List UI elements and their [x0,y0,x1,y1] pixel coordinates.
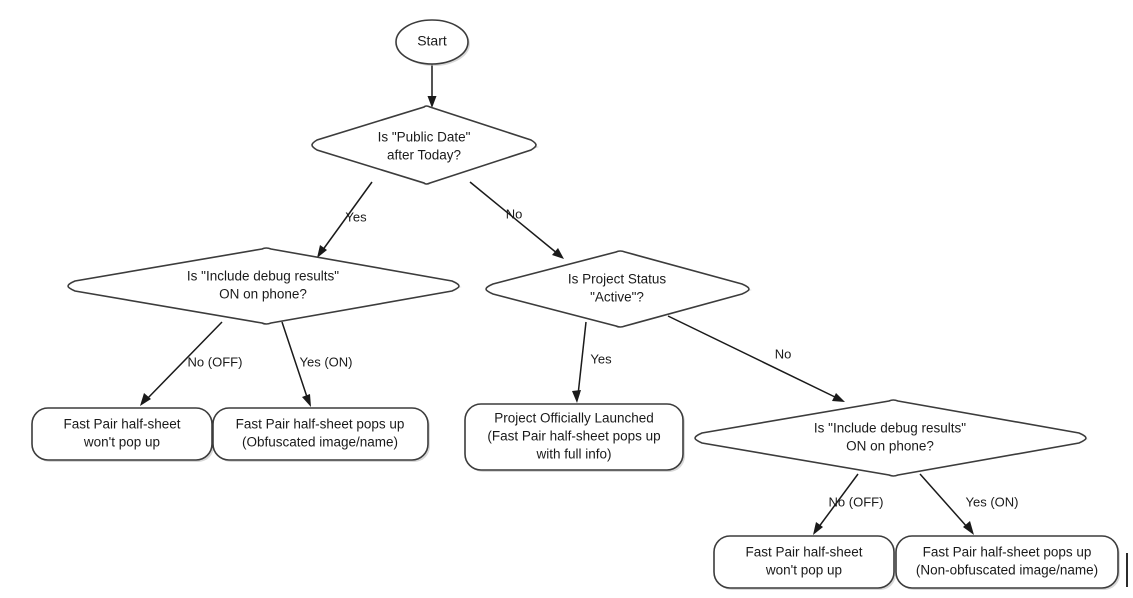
edge-debug-right-off: No (OFF) [813,473,884,535]
edge-label-debug-right-off: No (OFF) [829,494,884,509]
edge-label-public-date-yes: Yes [345,209,367,224]
node-public-date-line-1: Is "Public Date" [378,130,471,145]
edge-status-yes: Yes [572,321,612,403]
node-result-obfuscated-line-2: (Obfuscated image/name) [242,435,398,450]
node-result-no-popup-left[interactable]: Fast Pair half-sheet won't pop up [31,407,214,462]
node-result-launched-line-1: Project Officially Launched [494,411,654,426]
node-result-launched-line-3: with full info) [535,447,611,462]
node-result-no-popup-right-line-2: won't pop up [765,563,842,578]
node-result-launched[interactable]: Project Officially Launched (Fast Pair h… [464,403,685,472]
node-start-label: Start [417,33,447,49]
node-result-non-obfuscated[interactable]: Fast Pair half-sheet pops up (Non-obfusc… [895,535,1120,590]
node-result-no-popup-left-line-2: won't pop up [83,435,160,450]
node-start[interactable]: Start [395,19,470,66]
node-result-no-popup-right-line-1: Fast Pair half-sheet [745,545,862,560]
node-project-status-line-1: Is Project Status [568,272,667,287]
node-result-non-obfuscated-line-1: Fast Pair half-sheet pops up [923,545,1092,560]
edge-debug-left-on: Yes (ON) [281,321,353,407]
right-edge-cursor-artifact [1126,553,1128,587]
node-result-no-popup-left-line-1: Fast Pair half-sheet [63,417,180,432]
node-project-status-decision[interactable]: Is Project Status "Active"? [485,250,752,328]
node-result-obfuscated-line-1: Fast Pair half-sheet pops up [236,417,405,432]
node-debug-results-decision-left[interactable]: Is "Include debug results" ON on phone? [67,247,462,325]
edge-label-debug-left-on: Yes (ON) [300,354,353,369]
edge-debug-right-on: Yes (ON) [919,473,1019,535]
edge-label-debug-left-off: No (OFF) [188,354,243,369]
node-public-date-line-2: after Today? [387,148,461,163]
edge-debug-left-off: No (OFF) [140,321,243,406]
node-result-obfuscated[interactable]: Fast Pair half-sheet pops up (Obfuscated… [212,407,430,462]
node-public-date-decision[interactable]: Is "Public Date" after Today? [311,105,539,185]
node-result-launched-line-2: (Fast Pair half-sheet pops up [487,429,660,444]
edge-public-date-yes: Yes [317,181,373,258]
node-debug-left-line-2: ON on phone? [219,287,307,302]
edge-label-status-yes: Yes [590,351,612,366]
edge-label-status-no: No [775,346,792,361]
node-result-no-popup-right[interactable]: Fast Pair half-sheet won't pop up [713,535,896,590]
edge-status-no: No [667,315,845,402]
node-debug-right-line-2: ON on phone? [846,439,934,454]
edge-public-date-no: No [469,181,564,259]
edge-label-debug-right-on: Yes (ON) [966,494,1019,509]
edge-label-public-date-no: No [506,206,523,221]
node-debug-left-line-1: Is "Include debug results" [187,269,339,284]
node-debug-right-line-1: Is "Include debug results" [814,421,966,436]
node-project-status-line-2: "Active"? [590,290,644,305]
edge-start-to-public-date [427,62,437,108]
node-debug-results-decision-right[interactable]: Is "Include debug results" ON on phone? [694,399,1089,477]
node-result-non-obfuscated-line-2: (Non-obfuscated image/name) [916,563,1098,578]
